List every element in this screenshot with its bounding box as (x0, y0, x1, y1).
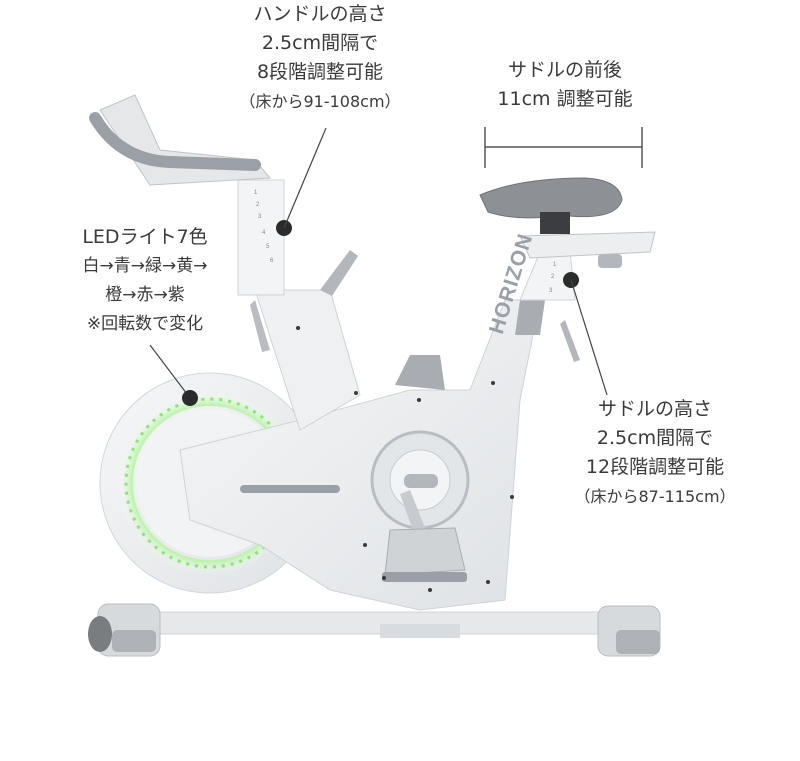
handlebar (89, 94, 358, 296)
pedal-strap (395, 355, 445, 390)
saddle-fore-aft-range: 11cm 調整可能 (497, 88, 633, 110)
handle-height-interval: 2.5cm間隔で (261, 32, 379, 54)
saddle-scale-tick: 3 (549, 288, 553, 294)
fore-aft-bracket (484, 127, 643, 168)
saddle-scale-tick: 1 (553, 262, 557, 268)
front-foot (88, 603, 161, 657)
saddle-height-title: サドルの高さ (597, 398, 712, 420)
handle-scale-tick: 4 (262, 230, 266, 236)
pedal (384, 527, 466, 576)
saddle-fore-aft-title: サドルの前後 (507, 59, 622, 81)
frame-accent-stripe (240, 485, 340, 493)
led-light-note: LEDライト7色 白→青→緑→黄→ 橙→赤→紫 ※回転数で変化 (40, 223, 250, 339)
handle-scale-tick: 5 (266, 244, 270, 250)
callout-leaders (149, 127, 608, 399)
base-rail (109, 611, 631, 638)
saddle-fore-aft-note: サドルの前後 11cm 調整可能 (455, 56, 675, 114)
handle-height-range: （床から91-108cm） (239, 92, 401, 111)
handle-height-note: ハンドルの高さ 2.5cm間隔で 8段階調整可能 （床から91-108cm） (200, 0, 440, 116)
handle-scale-tick: 6 (270, 258, 274, 264)
saddle-height-range: （床から87-115cm） (574, 487, 736, 506)
saddle-height-steps: 12段階調整可能 (585, 456, 725, 478)
led-marker (182, 390, 198, 406)
handlebar-post: 1 2 3 4 5 6 (237, 179, 292, 296)
led-light-colors-2: 橙→赤→紫 (105, 285, 185, 305)
handle-scale-tick: 1 (254, 190, 258, 196)
led-light-colors-1: 白→青→緑→黄→ (82, 256, 208, 276)
handle-scale-tick: 2 (256, 202, 260, 208)
saddle-height-interval: 2.5cm間隔で (596, 427, 714, 449)
fasteners (296, 326, 514, 592)
saddle (479, 177, 623, 234)
saddle-slider (519, 231, 656, 268)
handle-height-title: ハンドルの高さ (253, 3, 387, 25)
saddle-scale-tick: 2 (551, 274, 555, 280)
led-light-title: LEDライト7色 (82, 226, 208, 248)
handle-scale-tick: 3 (258, 214, 262, 220)
crank-assembly (370, 430, 470, 582)
rear-foot (597, 605, 661, 657)
led-light-remark: ※回転数で変化 (86, 314, 204, 334)
saddle-height-note: サドルの高さ 2.5cm間隔で 12段階調整可能 （床から87-115cm） (535, 395, 775, 511)
handle-height-steps: 8段階調整可能 (256, 61, 384, 83)
